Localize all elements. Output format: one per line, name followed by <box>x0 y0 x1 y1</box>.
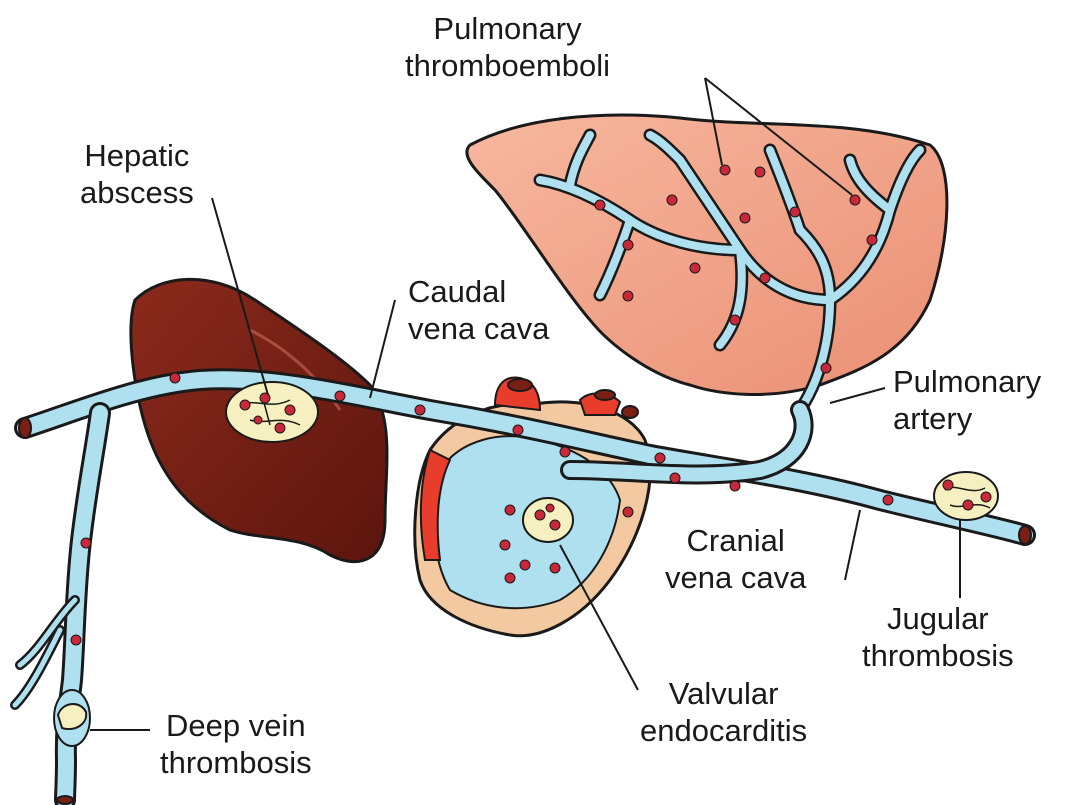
leader-cranial-vena-cava <box>845 510 860 580</box>
leader-caudal-vena-cava <box>370 300 395 398</box>
label-hepatic-abscess-line1: Hepatic <box>80 137 194 174</box>
label-valvular-endocarditis-line1: Valvular <box>640 675 807 712</box>
label-caudal-vena-cava-line2: vena cava <box>408 310 549 347</box>
label-cranial-vena-cava-line1: Cranial <box>665 522 806 559</box>
leader-pulmonary-artery <box>830 388 885 403</box>
label-cranial-vena-cava-line2: vena cava <box>665 559 806 596</box>
label-pulmonary-thromboemboli-line1: Pulmonary <box>405 10 610 47</box>
label-pulmonary-thromboemboli-line2: thromboemboli <box>405 47 610 84</box>
label-deep-vein-thrombosis-line1: Deep vein <box>160 707 312 744</box>
label-caudal-vena-cava: Caudal vena cava <box>408 273 549 347</box>
lung <box>467 115 947 410</box>
label-jugular-thrombosis-line1: Jugular <box>862 600 1014 637</box>
jugular-thrombus <box>934 472 998 520</box>
hepatic-abscess-lesion <box>226 382 318 442</box>
label-pulmonary-artery-line1: Pulmonary <box>893 363 1041 400</box>
label-deep-vein-thrombosis: Deep vein thrombosis <box>160 707 312 781</box>
label-jugular-thrombosis: Jugular thrombosis <box>862 600 1014 674</box>
label-hepatic-abscess: Hepatic abscess <box>80 137 194 211</box>
label-pulmonary-artery: Pulmonary artery <box>893 363 1041 437</box>
label-valvular-endocarditis: Valvular endocarditis <box>640 675 807 749</box>
label-pulmonary-artery-line2: artery <box>893 400 1041 437</box>
label-pulmonary-thromboemboli: Pulmonary thromboemboli <box>405 10 610 84</box>
label-cranial-vena-cava: Cranial vena cava <box>665 522 806 596</box>
label-jugular-thrombosis-line2: thrombosis <box>862 637 1014 674</box>
label-deep-vein-thrombosis-line2: thrombosis <box>160 744 312 781</box>
label-hepatic-abscess-line2: abscess <box>80 174 194 211</box>
label-caudal-vena-cava-line1: Caudal <box>408 273 549 310</box>
deep-vein <box>15 413 100 804</box>
label-valvular-endocarditis-line2: endocarditis <box>640 712 807 749</box>
